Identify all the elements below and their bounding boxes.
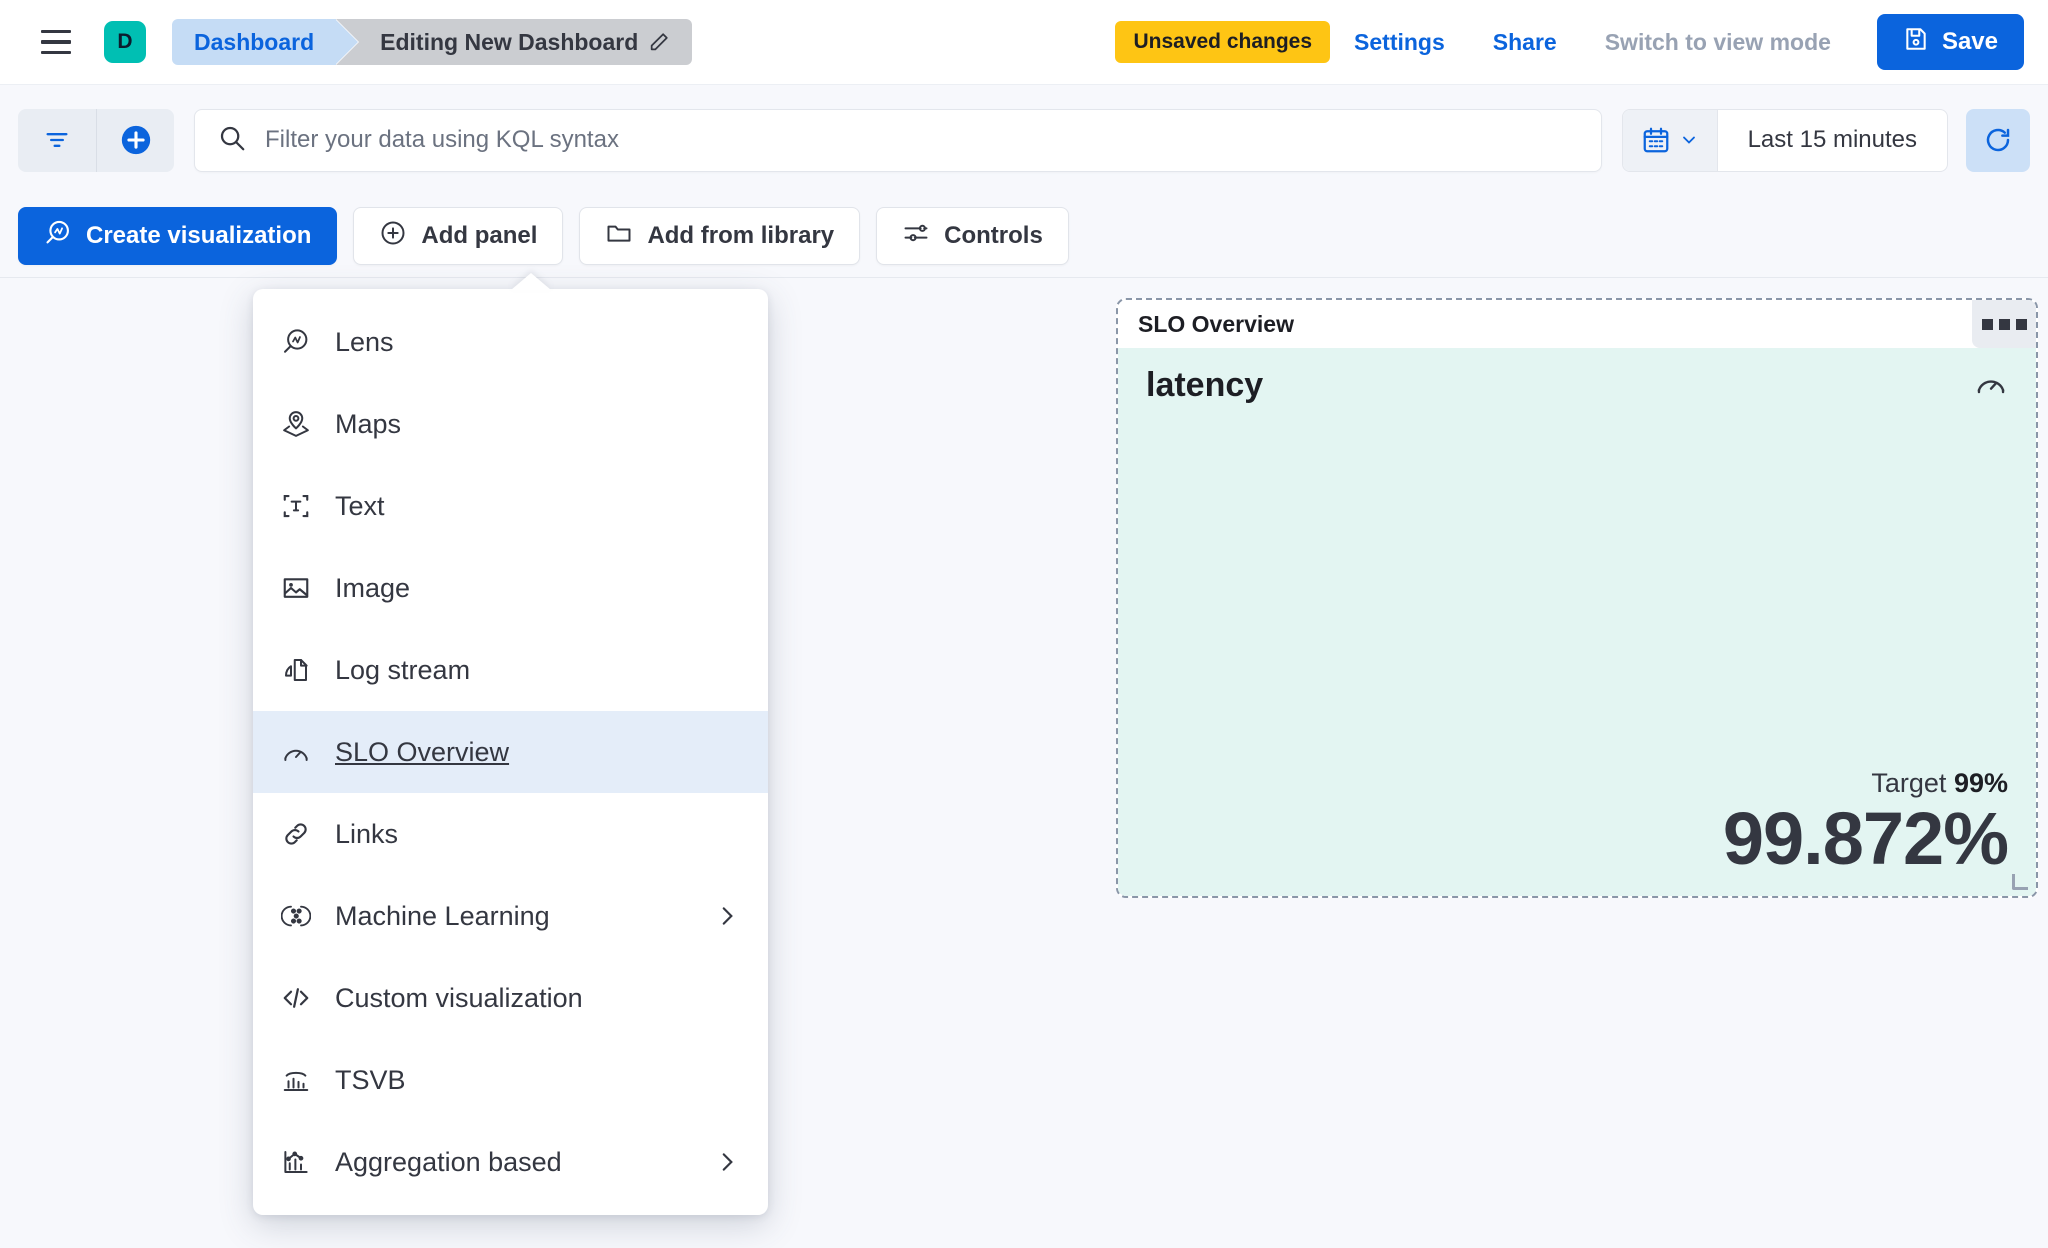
add-panel-menu: Lens Maps Text Image: [253, 273, 768, 1215]
space-avatar[interactable]: D: [104, 21, 146, 63]
add-from-library-button[interactable]: Add from library: [579, 207, 861, 265]
chevron-right-icon: [714, 903, 740, 929]
hamburger-icon[interactable]: [34, 20, 78, 64]
save-button-label: Save: [1941, 28, 1998, 55]
panel-title[interactable]: SLO Overview: [1138, 310, 1294, 337]
code-brackets-icon: [281, 983, 311, 1013]
date-range-value[interactable]: Last 15 minutes: [1747, 126, 1917, 153]
save-button[interactable]: Save: [1876, 14, 2024, 70]
switch-to-view-mode-link[interactable]: Switch to view mode: [1604, 28, 1831, 55]
search-field-wrapper[interactable]: [194, 108, 1602, 172]
image-icon: [281, 573, 311, 603]
refresh-button[interactable]: [1966, 108, 2030, 172]
menu-item-custom-visualization[interactable]: Custom visualization: [253, 957, 768, 1039]
resize-corner-icon[interactable]: [2012, 874, 2028, 890]
slo-sli-value: 99.872%: [1722, 796, 2009, 880]
dot: [1998, 318, 2010, 330]
create-visualization-label: Create visualization: [86, 222, 312, 249]
slo-metrics: Target 99% 99.872%: [1146, 768, 2009, 880]
settings-link[interactable]: Settings: [1354, 28, 1445, 55]
menu-item-label: TSVB: [335, 1064, 406, 1095]
slo-target: Target 99%: [1146, 768, 2008, 799]
hamburger-bar: [41, 40, 71, 44]
add-panel-label: Add panel: [421, 222, 538, 249]
menu-item-aggregation-based[interactable]: Aggregation based: [253, 1121, 768, 1203]
link-chain-icon: [281, 819, 311, 849]
aggregation-chart-icon: [281, 1147, 311, 1177]
dashboard-panel-slo-overview[interactable]: SLO Overview latency Target 99% 99.872%: [1116, 298, 2038, 898]
slo-target-label: Target: [1871, 767, 1947, 798]
menu-item-text[interactable]: Text: [253, 465, 768, 547]
menu-item-label: Log stream: [335, 654, 471, 685]
query-bar: Last 15 minutes: [0, 85, 2048, 195]
slo-body-top: latency: [1146, 366, 2008, 405]
menu-item-label: SLO Overview: [335, 736, 510, 767]
panel-body: latency Target 99% 99.872%: [1118, 348, 2036, 896]
menu-item-links[interactable]: Links: [253, 793, 768, 875]
tsvb-bars-icon: [281, 1065, 311, 1095]
log-stream-icon: [281, 655, 311, 685]
global-header: D Dashboard Editing New Dashboard Unsave…: [0, 0, 2048, 85]
panel-header: SLO Overview: [1118, 300, 2036, 348]
menu-item-log-stream[interactable]: Log stream: [253, 629, 768, 711]
search-icon: [217, 123, 247, 158]
menu-item-machine-learning[interactable]: Machine Learning: [253, 875, 768, 957]
lens-icon: [44, 219, 72, 254]
chevron-right-icon: [714, 1149, 740, 1175]
breadcrumb: Dashboard Editing New Dashboard: [172, 19, 693, 65]
menu-item-maps[interactable]: Maps: [253, 383, 768, 465]
dashboard-edit-toolbar: Create visualization Add panel Add from …: [0, 197, 2048, 275]
share-link[interactable]: Share: [1492, 28, 1557, 55]
slo-name: latency: [1146, 366, 1264, 404]
menu-item-label: Custom visualization: [335, 982, 583, 1013]
filter-button-group: [18, 108, 174, 172]
menu-item-label: Text: [335, 490, 385, 521]
slo-target-value: 99%: [1953, 767, 2008, 798]
map-marker-icon: [281, 409, 311, 439]
dot: [1981, 318, 1993, 330]
controls-label: Controls: [944, 222, 1043, 249]
search-input[interactable]: [265, 126, 1579, 154]
gauge-icon: [1974, 366, 2008, 400]
menu-item-label: Lens: [335, 326, 394, 357]
add-from-library-label: Add from library: [647, 222, 835, 249]
menu-item-tsvb[interactable]: TSVB: [253, 1039, 768, 1121]
menu-item-label: Machine Learning: [335, 900, 550, 931]
hamburger-bar: [41, 50, 71, 55]
popover-arrow: [511, 273, 551, 290]
controls-sliders-icon: [902, 219, 930, 254]
pencil-icon[interactable]: [648, 31, 670, 53]
lens-icon: [281, 327, 311, 357]
calendar-quick-select-button[interactable]: [1622, 109, 1718, 171]
add-filter-button[interactable]: [96, 108, 174, 172]
date-picker: Last 15 minutes: [1621, 108, 1948, 172]
breadcrumb-item-current[interactable]: Editing New Dashboard: [336, 19, 693, 65]
status-badge-unsaved[interactable]: Unsaved changes: [1115, 21, 1331, 63]
breadcrumb-current-label: Editing New Dashboard: [380, 28, 639, 55]
three-dots-icon[interactable]: [1972, 300, 2036, 348]
save-disk-icon: [1903, 26, 1929, 59]
gauge-icon: [281, 737, 311, 767]
plus-circle-icon: [379, 219, 407, 254]
chevron-down-icon: [1682, 136, 1695, 144]
menu-item-slo-overview[interactable]: SLO Overview: [253, 711, 768, 793]
folder-icon: [605, 219, 633, 254]
menu-item-image[interactable]: Image: [253, 547, 768, 629]
menu-item-label: Links: [335, 818, 399, 849]
machine-learning-icon: [281, 901, 311, 931]
add-panel-button[interactable]: Add panel: [353, 207, 564, 265]
create-visualization-button[interactable]: Create visualization: [18, 207, 338, 265]
breadcrumb-item-dashboard[interactable]: Dashboard: [172, 19, 359, 65]
controls-button[interactable]: Controls: [876, 207, 1069, 265]
header-actions: Unsaved changes Settings Share Switch to…: [1115, 14, 2024, 70]
menu-item-label: Image: [335, 572, 411, 603]
menu-item-lens[interactable]: Lens: [253, 301, 768, 383]
text-box-icon: [281, 491, 311, 521]
hamburger-bar: [41, 29, 71, 34]
filter-lines-icon[interactable]: [18, 109, 96, 172]
dot: [2015, 318, 2027, 330]
menu-item-label: Aggregation based: [335, 1146, 562, 1177]
menu-item-label: Maps: [335, 408, 402, 439]
